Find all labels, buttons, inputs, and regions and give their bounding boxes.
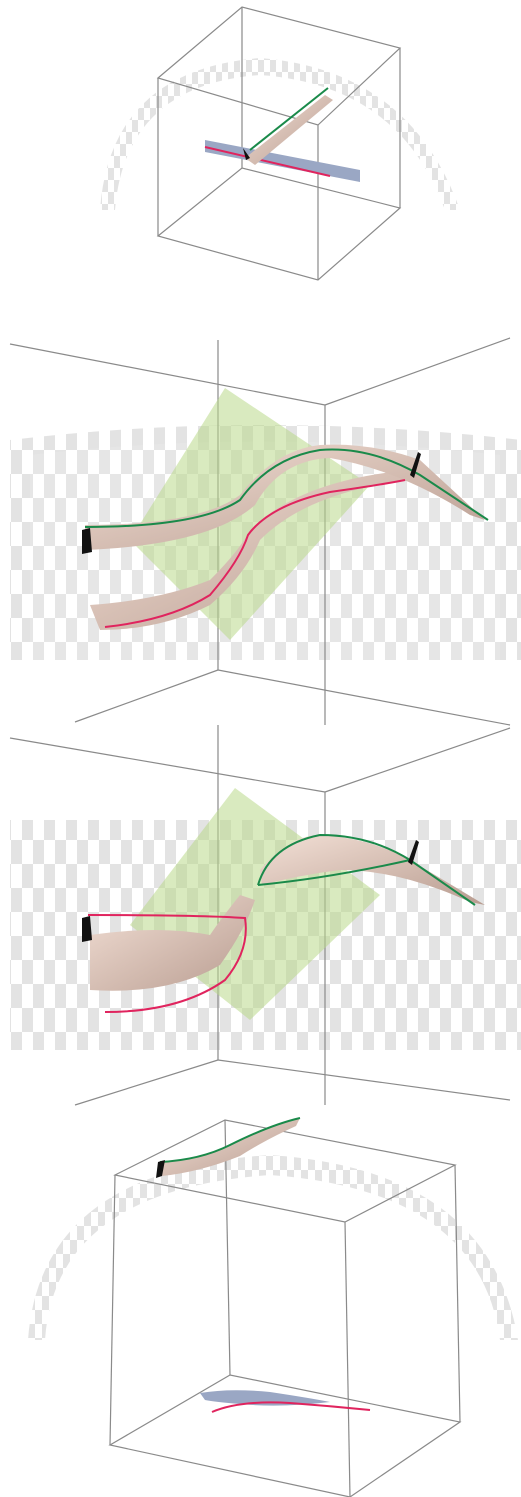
red-edge [204, 146, 331, 177]
blue-ribbon [205, 140, 360, 182]
panel-view-4 [28, 1117, 518, 1497]
green-edge [257, 833, 476, 906]
tan-ribbon [160, 1118, 300, 1176]
blue-ribbon [200, 1390, 330, 1406]
red-edge [104, 479, 406, 628]
cap-right [408, 840, 419, 865]
tan-ribbon-lower [90, 470, 415, 630]
panel-view-1 [100, 6, 460, 281]
tan-ribbon-lower [90, 895, 255, 991]
red-edge [87, 914, 247, 1013]
green-edge [159, 1117, 301, 1163]
cap-mark [156, 1160, 165, 1178]
green-edge [84, 448, 489, 528]
checker-backdrop [28, 1155, 518, 1340]
tan-ribbon-upper [85, 444, 485, 550]
red-edge [211, 1401, 371, 1413]
cap-mark [243, 148, 250, 160]
panel-view-3 [9, 725, 521, 1106]
bounding-box [156, 6, 402, 281]
cap-left [82, 916, 92, 942]
checker-backdrop [100, 58, 460, 210]
tan-ribbon [245, 95, 333, 165]
bounding-box [108, 1119, 462, 1497]
cap-right [410, 452, 421, 478]
panel-view-2 [9, 337, 521, 726]
tan-ribbon-upper [260, 835, 485, 905]
green-edge [249, 87, 329, 151]
cap-left [82, 528, 92, 554]
